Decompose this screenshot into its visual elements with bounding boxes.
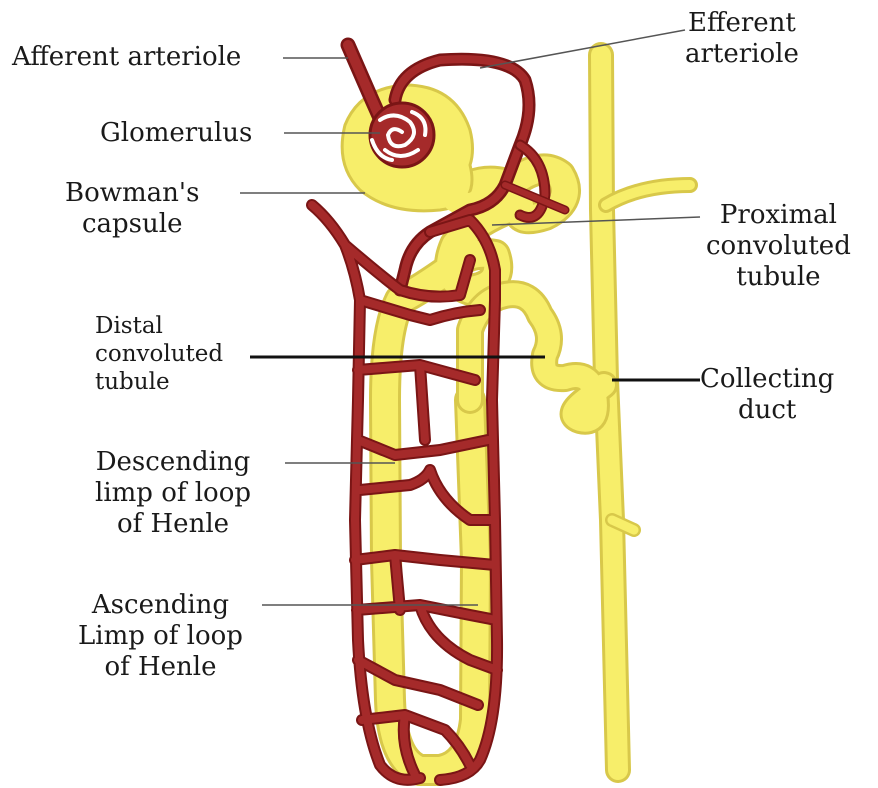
- label-afferent-arteriole: Afferent arteriole: [12, 42, 241, 73]
- label-ascending-limb: Ascending Limp of loop of Henle: [78, 590, 243, 683]
- label-distal-convoluted-tubule: Distal convoluted tubule: [95, 312, 223, 396]
- label-collecting-duct: Collecting duct: [700, 364, 834, 426]
- label-descending-limb: Descending limp of loop of Henle: [95, 447, 251, 540]
- leader-efferent-arteriole: [480, 30, 685, 68]
- collecting-duct-shape: [601, 55, 690, 770]
- glomerulus-shape: [370, 103, 434, 167]
- label-efferent-arteriole: Efferent arteriole: [685, 8, 799, 70]
- label-proximal-convoluted-tubule: Proximal convoluted tubule: [706, 200, 851, 293]
- label-bowmans-capsule: Bowman's capsule: [65, 178, 199, 240]
- label-glomerulus: Glomerulus: [100, 118, 252, 149]
